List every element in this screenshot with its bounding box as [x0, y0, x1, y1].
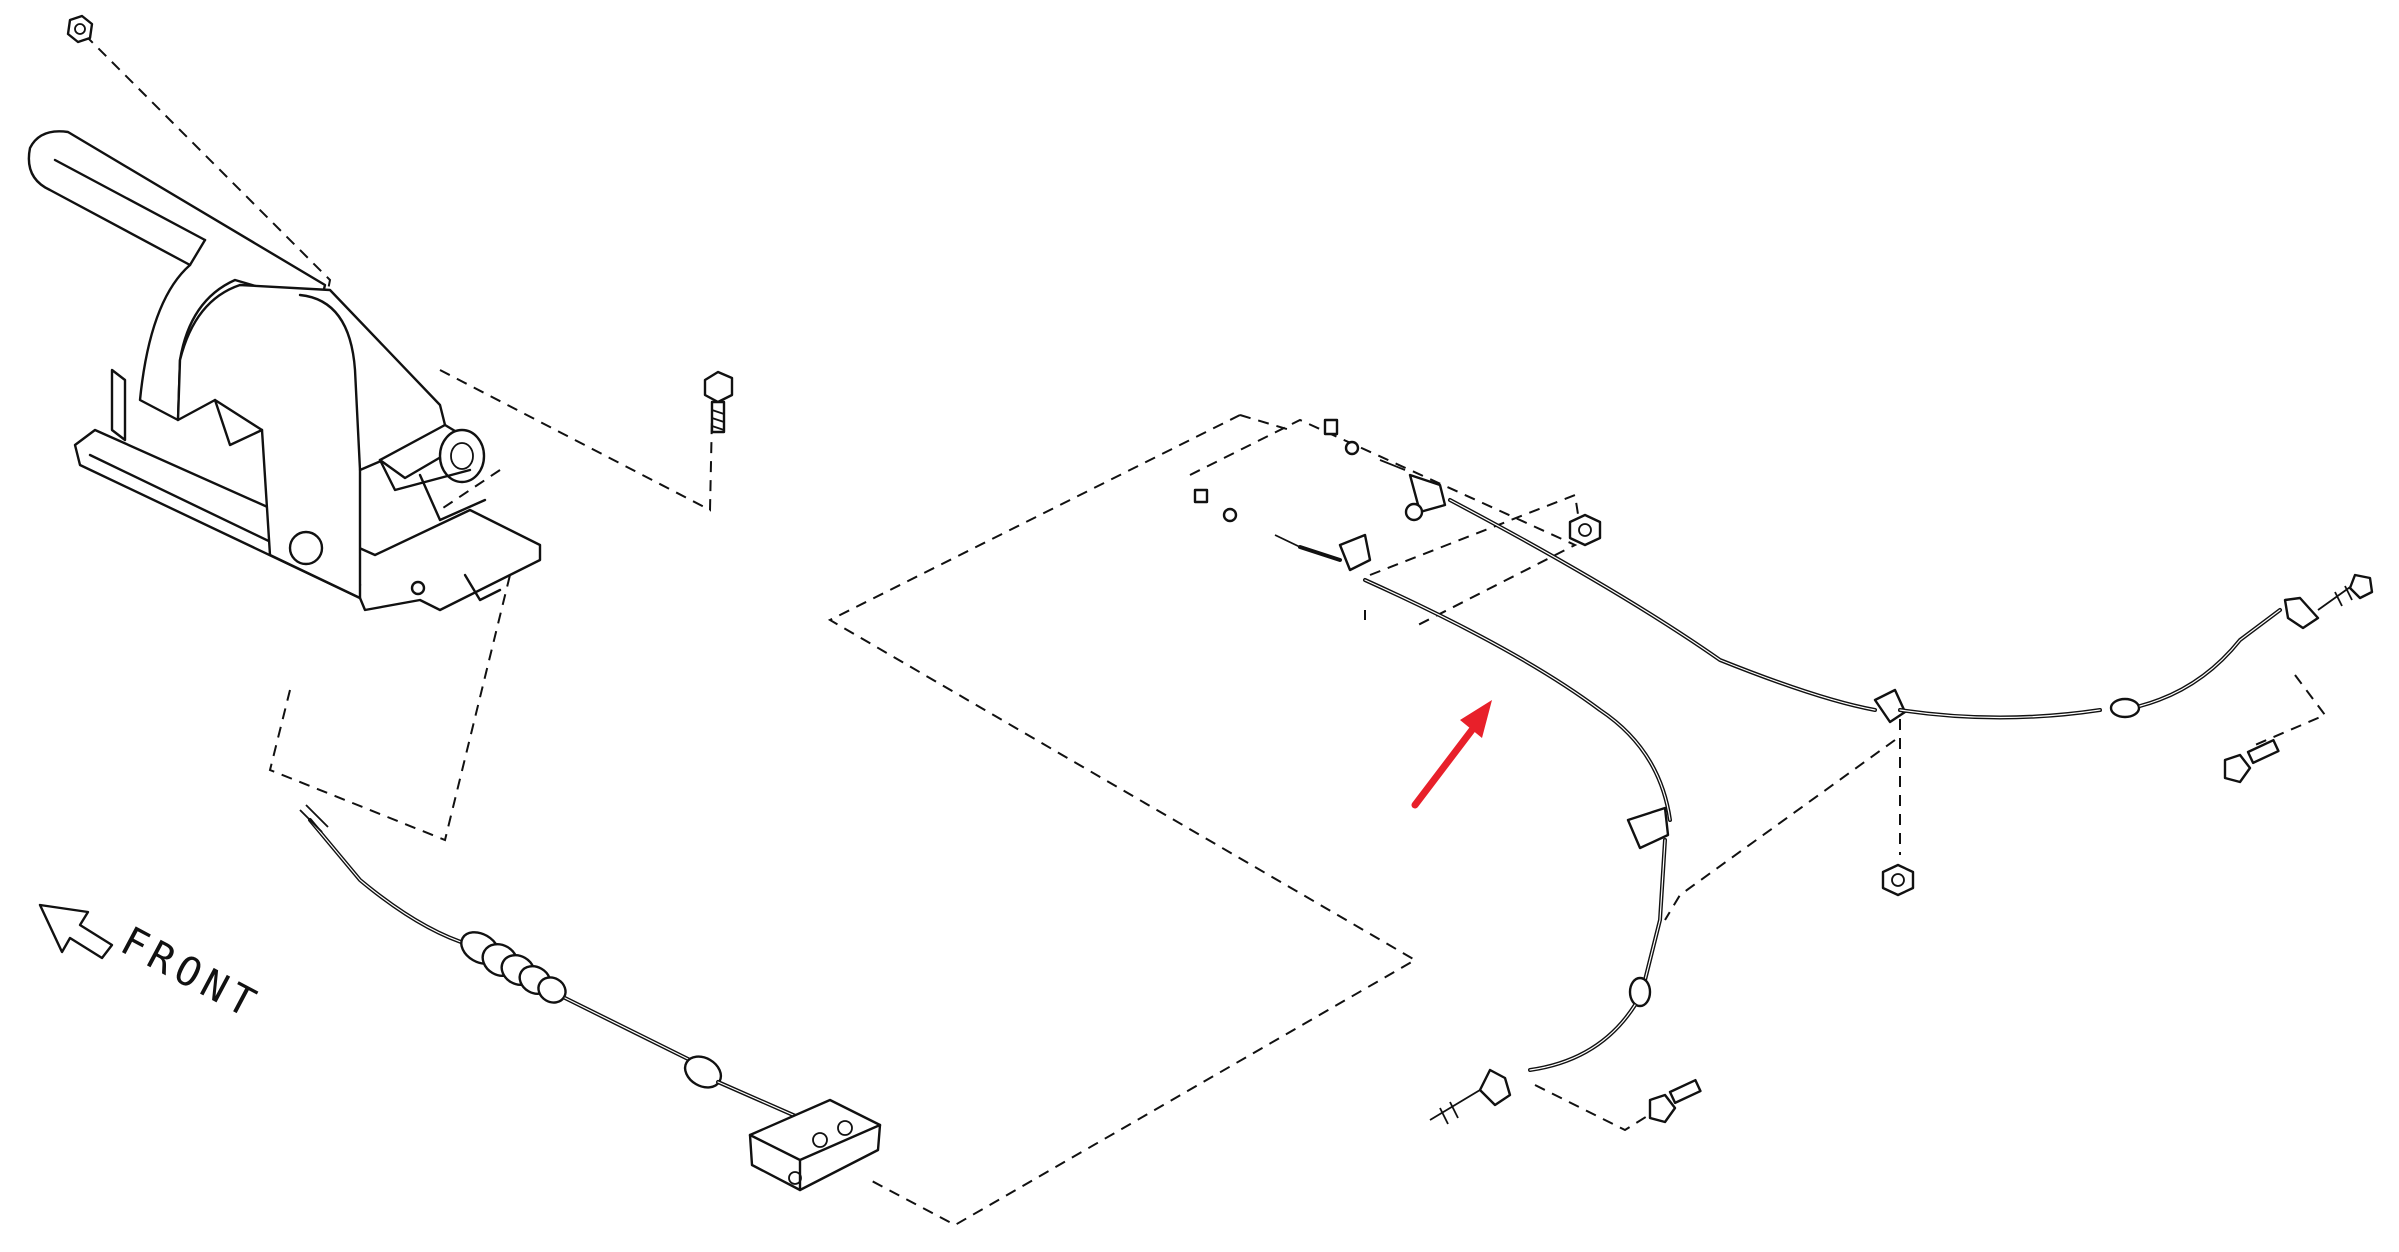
callout-arrow-icon [1411, 700, 1492, 809]
front-direction-indicator: FRONT [38, 903, 268, 1029]
rear-cable-left [1193, 488, 1672, 1125]
bolt-bottom [1648, 1078, 1702, 1124]
front-arrow-icon [38, 903, 114, 960]
front-cable [299, 804, 882, 1192]
bolt-right [2223, 738, 2280, 784]
bolt-lever-mount [703, 370, 734, 434]
parking-brake-lever-assembly [27, 130, 542, 612]
nut-upper-right [1568, 513, 1602, 547]
nut-lower-center [1881, 863, 1915, 897]
dashed-leader-lines [84, 34, 2327, 1227]
front-label: FRONT [113, 918, 267, 1029]
nut-top-left [66, 14, 94, 44]
rear-cable-right [1323, 418, 2374, 724]
